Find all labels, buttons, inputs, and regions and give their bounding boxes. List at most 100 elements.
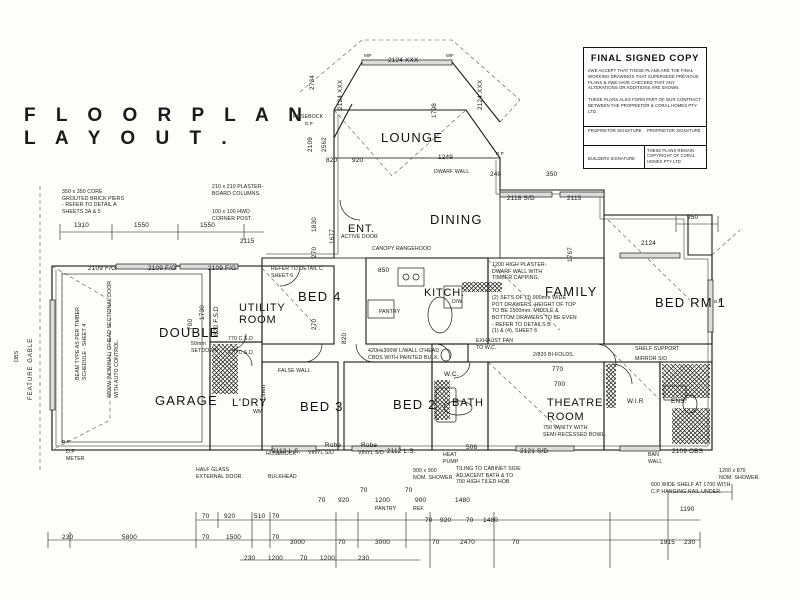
note-detail-c: REFER TO DETAIL C SHEET 6 bbox=[271, 266, 323, 279]
dim-window-top: 2124 XXX bbox=[388, 57, 419, 64]
dim-950: 950 bbox=[687, 214, 699, 221]
dim-1190: 1190 bbox=[680, 506, 695, 513]
note-heat-pump: HEAT PUMP bbox=[443, 452, 459, 465]
dim-misc-700: 700 bbox=[554, 381, 566, 388]
dim-2109: 2109 bbox=[307, 136, 314, 152]
note-robe-1: Robe bbox=[325, 442, 342, 449]
room-label-theatre-room: ROOM bbox=[547, 411, 585, 423]
note-bulkhead: BULKHEAD bbox=[268, 474, 297, 480]
dim-2562: 2562 bbox=[321, 136, 328, 152]
dim-top-1310: 1310 bbox=[74, 222, 90, 229]
dim-1677: 1677 bbox=[329, 228, 336, 244]
dim-b1-70c: 70 bbox=[202, 513, 210, 520]
note-pantry-plan: PANTRY bbox=[379, 309, 401, 315]
hatch-ensuite-shower bbox=[672, 408, 710, 444]
dim-2112-2: 2112 L.S. bbox=[387, 448, 416, 455]
dim-misc-1767: 1767 bbox=[567, 246, 574, 262]
room-label-bed-3: BED 3 bbox=[300, 399, 344, 414]
note-external-door: HALF GLASS EXTERNAL DOOR. bbox=[196, 467, 244, 480]
note-plasterboard-columns: 210 x 210 PLASTER- BOARD COLUMNS. bbox=[212, 184, 264, 197]
dim-2734: 2734 bbox=[309, 74, 316, 90]
dim-b3-230a: 230 bbox=[244, 555, 256, 562]
note-dishwasher: D/W bbox=[452, 299, 463, 305]
note-pot-drawers: (2) SETS OF (3) 900mm WIDE POT DRAWERS. … bbox=[492, 295, 577, 335]
dim-b3-70: 70 bbox=[300, 555, 308, 562]
note-active-door: ACTIVE DOOR bbox=[341, 234, 378, 240]
dim-920: 920 bbox=[352, 157, 364, 164]
dim-window-left: 2124 XXX bbox=[337, 79, 344, 110]
hatch-laundry bbox=[212, 344, 238, 394]
room-label-lounge: LOUNGE bbox=[381, 130, 444, 145]
note-vanity: 750 VANITY WITH SEMI-RECESSED BOWL. bbox=[543, 425, 607, 438]
dim-b2-70d: 70 bbox=[512, 539, 520, 546]
room-label-laundry: L'DRY bbox=[232, 397, 268, 409]
room-label-utility-room: ROOM bbox=[239, 314, 277, 326]
dim-b1-230: 230 bbox=[62, 534, 74, 541]
dim-top-1550b: 1550 bbox=[200, 222, 216, 229]
note-csd-1: 770 C.S.D bbox=[228, 336, 253, 342]
dim-misc-850: 850 bbox=[378, 267, 390, 274]
note-mirror-sd: MIRROR S/D bbox=[635, 356, 668, 362]
note-tiling: TILING TO CABINET SIDE ADJACENT BATH & T… bbox=[456, 466, 521, 486]
note-overhead-cupboards: 420Hx300W L/WALL O'HEAD CBDS WITH PAINTE… bbox=[368, 348, 440, 361]
dim-820-fsd: 820 F.S.D bbox=[213, 306, 220, 336]
note-wardrobe-shelf: 600 WIDE SHELF AT 1700 WITH C.P HANGING … bbox=[651, 482, 731, 495]
dim-b2-1480: 1480 bbox=[483, 517, 499, 524]
dim-b1-5800: 5800 bbox=[122, 534, 138, 541]
room-label-garage: GARAGE bbox=[155, 393, 218, 408]
hatch-kitchen-bench bbox=[462, 282, 502, 292]
note-false-wall: FALSE WALL bbox=[278, 368, 311, 374]
dim-b1-920b: 920 bbox=[338, 497, 350, 504]
note-dp-meter: D.P METER bbox=[66, 449, 85, 462]
hatch-bath-shower bbox=[434, 380, 450, 420]
dim-2109-obs: 2109 OBS bbox=[672, 448, 704, 455]
note-obs: OBS bbox=[14, 350, 20, 362]
dim-b1-1500: 1500 bbox=[226, 534, 242, 541]
note-brick-piers: 350 x 350 CORE GROUTED BRICK PIERS - REF… bbox=[62, 189, 125, 215]
dim-b1-70f: 70 bbox=[360, 487, 368, 494]
dim-b2-2470: 2470 bbox=[460, 539, 476, 546]
dim-b3-230b: 230 bbox=[358, 555, 370, 562]
dim-1249: 1249 bbox=[438, 154, 454, 161]
dim-350: 350 bbox=[546, 171, 558, 178]
dim-2124-r: 2124 bbox=[641, 240, 657, 247]
room-label-bedroom-1: BED RM 1 bbox=[655, 295, 727, 310]
title-block-paragraph-2: THESE PLANS ALSO FORM PART OF OUR CONTRA… bbox=[588, 97, 702, 114]
title-block-heading: FINAL SIGNED COPY bbox=[590, 53, 700, 64]
dim-misc-506: 506 bbox=[466, 444, 478, 451]
room-label-utility: UTILITY bbox=[239, 302, 286, 314]
dim-2115: 2115 bbox=[567, 195, 582, 202]
note-shelf-support: SHELF SUPPORT bbox=[635, 346, 680, 352]
dim-b1-70d: 70 bbox=[272, 513, 280, 520]
dim-230-r: 230 bbox=[684, 539, 696, 546]
dim-820-b: 820 bbox=[341, 332, 348, 344]
mark-dp-3: D.P bbox=[714, 299, 722, 304]
page-title-line2: L A Y O U T . bbox=[24, 128, 235, 149]
dim-b1-1480: 1480 bbox=[455, 497, 471, 504]
mark-dp-2: D.P bbox=[496, 151, 504, 156]
room-label-bath: BATH bbox=[452, 397, 484, 409]
note-beam-type: BEAM TYPE AS PER TIMBER SCHEDULE - SHEET… bbox=[75, 306, 88, 380]
note-vinyl-sd-1: VINYL S/D bbox=[308, 450, 334, 456]
mark-dp-1: D.P bbox=[305, 121, 313, 126]
note-pantry-dim: PANTRY bbox=[375, 506, 397, 512]
dim-fg-3: 2109 F/G bbox=[208, 265, 237, 272]
note-corner-post: 100 x 100 HWD CORNER POST. bbox=[212, 209, 253, 222]
dim-1830: 1830 bbox=[311, 216, 318, 232]
note-vinyl-sd-2: VINYL S/D bbox=[358, 450, 384, 456]
dim-b2-70b: 70 bbox=[466, 517, 474, 524]
dim-270b: 270 bbox=[311, 318, 318, 330]
dim-240: 240 bbox=[490, 171, 502, 178]
dim-b2-70: 70 bbox=[338, 539, 346, 546]
note-dwarf-wall: 1200 HIGH PLASTER- DWARF WALL WITH TIMBE… bbox=[492, 262, 547, 282]
note-robe-2: Robe bbox=[361, 442, 378, 449]
dim-1915: 1915 bbox=[660, 539, 676, 546]
dim-b1-70e: 70 bbox=[318, 497, 326, 504]
dim-b1-70a: 70 bbox=[202, 534, 210, 541]
dim-820: 820 bbox=[326, 157, 338, 164]
note-exhaust-fan: EXHAUST FAN TO W.C. bbox=[476, 338, 514, 351]
room-label-ensuite: ENS. bbox=[671, 398, 687, 405]
note-shower-1200: 1200 x 870 NOM. SHOWER. bbox=[719, 468, 760, 481]
